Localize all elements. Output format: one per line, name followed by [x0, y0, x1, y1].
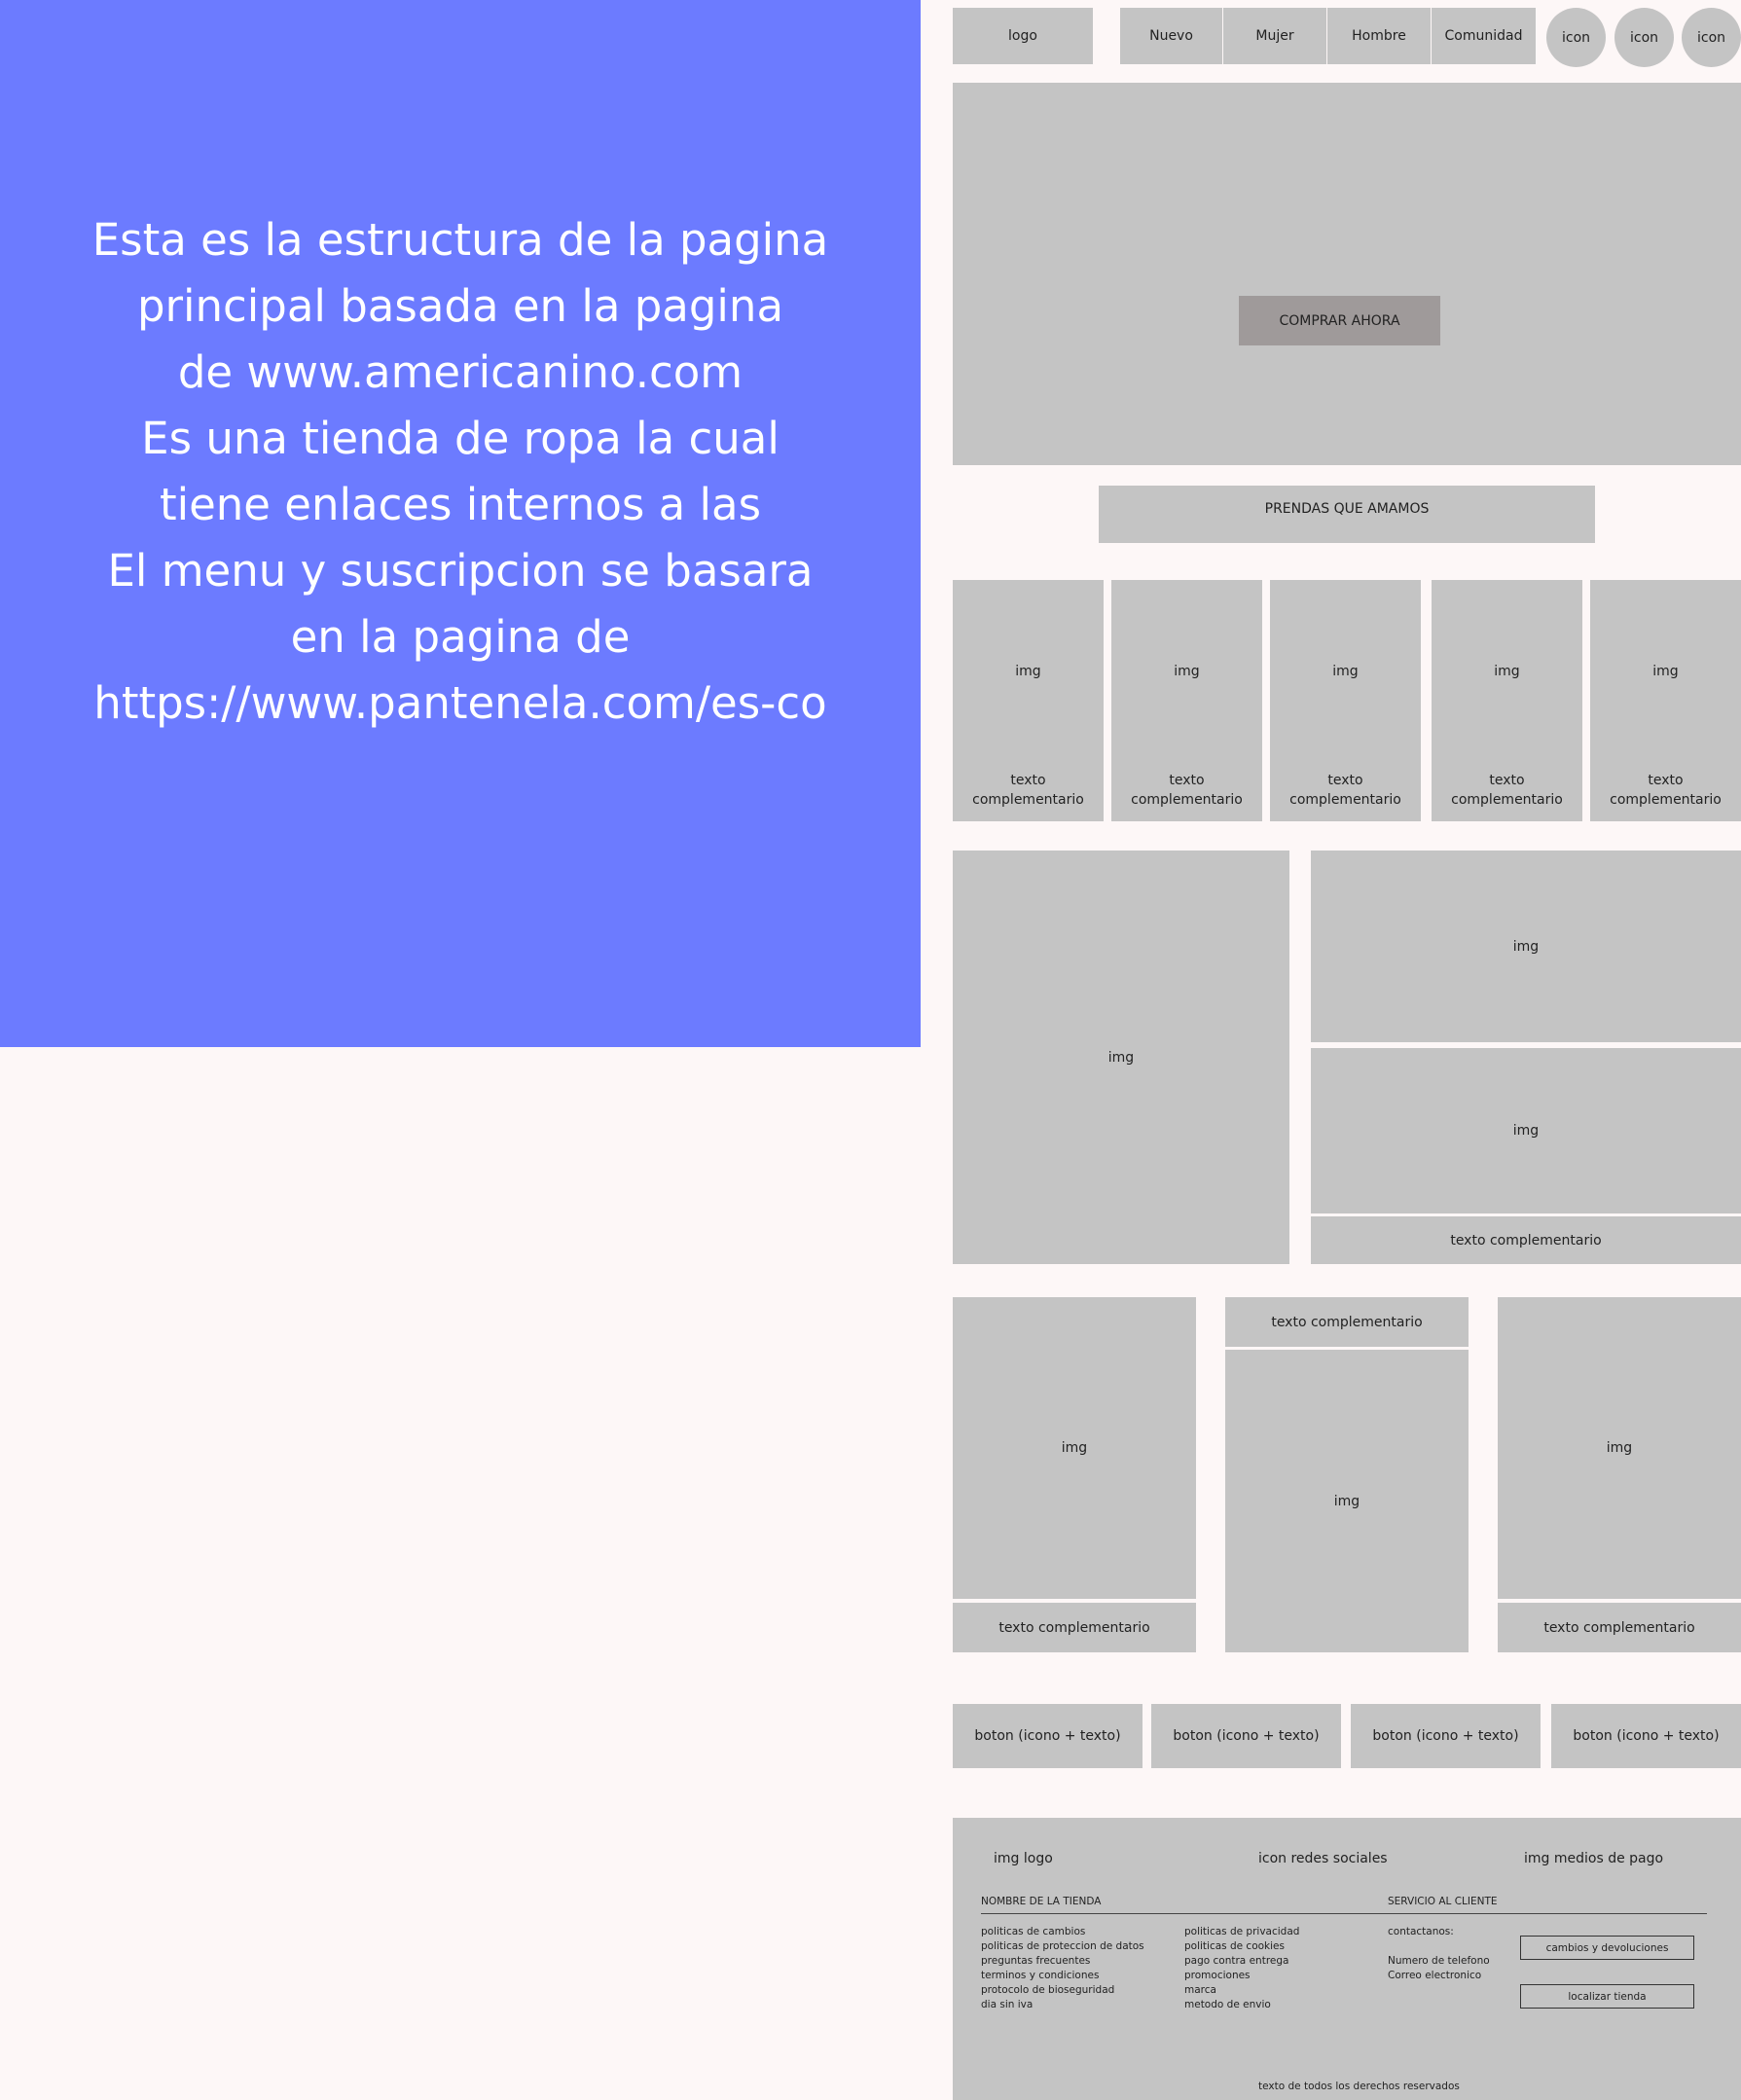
contact-label: contactanos:	[1388, 1926, 1454, 1937]
description-line: Esta es la estructura de la pagina	[91, 214, 829, 266]
description-line: https://www.pantenela.com/es-co	[93, 677, 827, 729]
description-line: tiene enlaces internos a las	[159, 479, 762, 530]
product-image: img	[1332, 664, 1359, 679]
collection-image[interactable]: img	[1225, 1350, 1469, 1652]
footer-divider	[981, 1913, 1707, 1914]
footer-links-col2: politicas de privacidad politicas de coo…	[1184, 1925, 1299, 2012]
hero-banner	[953, 83, 1741, 465]
collection-caption: texto complementario	[953, 1603, 1196, 1652]
header-logo[interactable]: logo	[953, 8, 1093, 64]
footer-link[interactable]: preguntas frecuentes	[981, 1955, 1091, 1967]
footer-link[interactable]: politicas de cambios	[981, 1926, 1086, 1937]
nav-item-hombre[interactable]: Hombre	[1327, 8, 1432, 64]
footer-link[interactable]: politicas de proteccion de datos	[981, 1940, 1144, 1952]
description-line: en la pagina de	[290, 611, 631, 663]
store-name-heading: NOMBRE DE LA TIENDA	[981, 1896, 1102, 1907]
nav-item-comunidad[interactable]: Comunidad	[1432, 8, 1536, 64]
social-icons[interactable]: icon redes sociales	[1258, 1851, 1388, 1866]
footer-logo[interactable]: img logo	[994, 1851, 1053, 1866]
description-line: Es una tienda de ropa la cual	[141, 413, 780, 464]
footer-link[interactable]: pago contra entrega	[1184, 1955, 1289, 1967]
footer: img logo icon redes sociales img medios …	[953, 1818, 1741, 2100]
feature-image-large[interactable]: img	[953, 851, 1289, 1264]
header-icon[interactable]: icon	[1546, 8, 1606, 67]
section-title: PRENDAS QUE AMAMOS	[1099, 486, 1595, 543]
collection-caption: texto complementario	[1225, 1297, 1469, 1347]
product-image: img	[1015, 664, 1041, 679]
contact-email: Correo electronico	[1388, 1970, 1482, 1981]
description-line: El menu y suscripcion se basara	[107, 545, 814, 597]
nav-item-mujer[interactable]: Mujer	[1223, 8, 1327, 64]
contact-phone: Numero de telefono	[1388, 1955, 1490, 1967]
feature-image-top[interactable]: img	[1311, 851, 1741, 1042]
shop-now-button[interactable]: COMPRAR AHORA	[1239, 296, 1440, 345]
feature-caption: texto complementario	[1311, 1216, 1741, 1264]
action-button[interactable]: boton (icono + texto)	[1551, 1704, 1741, 1768]
footer-links-col1: politicas de cambios politicas de protec…	[981, 1925, 1144, 2012]
footer-link[interactable]: dia sin iva	[981, 1999, 1034, 2010]
header-icon[interactable]: icon	[1614, 8, 1674, 67]
footer-link[interactable]: protocolo de bioseguridad	[981, 1984, 1115, 1996]
collection-image[interactable]: img	[1498, 1297, 1741, 1599]
contact-block: contactanos: Numero de telefono Correo e…	[1388, 1925, 1490, 1983]
copyright-text: texto de todos los derechos reservados	[1258, 2081, 1460, 2092]
action-button[interactable]: boton (icono + texto)	[1351, 1704, 1541, 1768]
product-image: img	[1174, 664, 1200, 679]
footer-link[interactable]: marca	[1184, 1984, 1216, 1996]
description-line: de www.americanino.com	[177, 346, 744, 398]
footer-link[interactable]: politicas de cookies	[1184, 1940, 1285, 1952]
nav-item-nuevo[interactable]: Nuevo	[1120, 8, 1223, 64]
customer-service-heading: SERVICIO AL CLIENTE	[1388, 1896, 1498, 1907]
returns-button[interactable]: cambios y devoluciones	[1520, 1936, 1694, 1960]
payment-methods: img medios de pago	[1524, 1851, 1664, 1866]
collection-caption: texto complementario	[1498, 1603, 1741, 1652]
description-line: principal basada en la pagina	[136, 280, 784, 332]
feature-image-middle[interactable]: img	[1311, 1048, 1741, 1213]
product-image: img	[1652, 664, 1679, 679]
footer-link[interactable]: metodo de envio	[1184, 1999, 1271, 2010]
footer-link[interactable]: politicas de privacidad	[1184, 1926, 1300, 1937]
description-panel: Esta es la estructura de la pagina princ…	[0, 0, 921, 1047]
action-button[interactable]: boton (icono + texto)	[1151, 1704, 1341, 1768]
footer-link[interactable]: promociones	[1184, 1970, 1251, 1981]
store-locator-button[interactable]: localizar tienda	[1520, 1984, 1694, 2009]
product-image: img	[1494, 664, 1520, 679]
action-button[interactable]: boton (icono + texto)	[953, 1704, 1143, 1768]
footer-link[interactable]: terminos y condiciones	[981, 1970, 1100, 1981]
header-icon[interactable]: icon	[1682, 8, 1741, 67]
collection-image[interactable]: img	[953, 1297, 1196, 1599]
